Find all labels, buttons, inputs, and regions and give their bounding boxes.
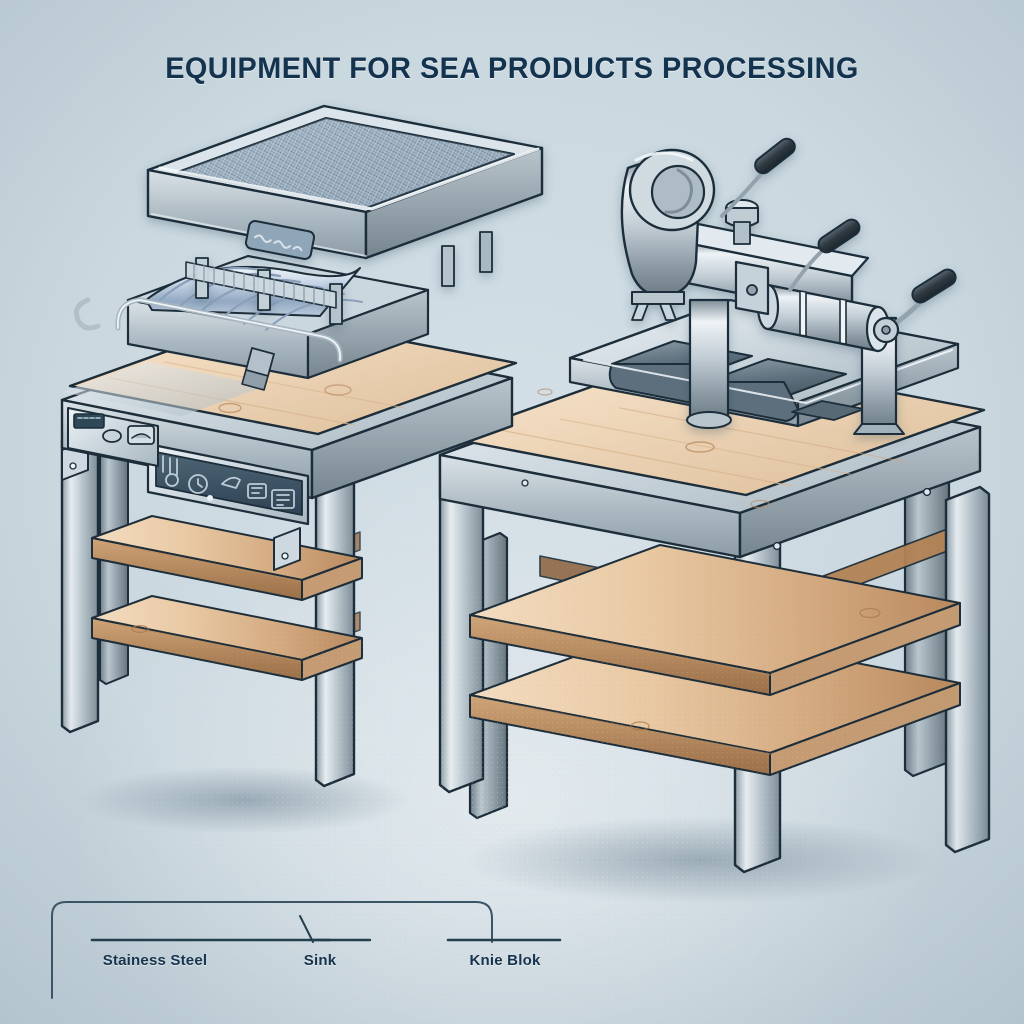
indicator-badge [73,413,105,429]
crank-grip [911,268,957,304]
lever-grip-1 [754,137,796,175]
legend-bracket [51,901,562,999]
side-latch-2 [273,527,301,571]
sink-table-right [438,137,991,874]
legend-item-stainless-steel[interactable]: Stainess Steel [102,952,208,969]
page-title: EQUIPMENT FOR SEA PRODUCTS PROCESSING [165,52,859,85]
display-icon [247,483,267,499]
shelf-lower-left-2 [91,595,363,681]
dial-icon [188,474,208,494]
knife-block-machine [620,137,957,435]
comb-grate [185,261,337,309]
shelf-lower-left-1 [91,515,363,601]
switch-panel [67,407,159,467]
legend-item-knife-block[interactable]: Knie Blok [469,952,541,969]
keypad-icon [271,489,295,509]
drum-head [620,148,716,321]
mesh-drain-tray [146,104,544,325]
control-panel [146,442,310,526]
legend: Stainess Steel Sink Knie Blok [0,880,1024,1000]
power-icon [165,473,179,487]
shelf-lower-right-1 [469,544,961,696]
knob-icon [102,429,122,443]
gauge-icon [221,476,241,489]
lever-grip-2 [817,218,861,254]
bar-icon [162,455,178,476]
legend-item-sink[interactable]: Sink [303,952,337,969]
prep-table-left [60,104,544,788]
adjust-knob [725,199,759,245]
tray-badge [244,219,316,261]
